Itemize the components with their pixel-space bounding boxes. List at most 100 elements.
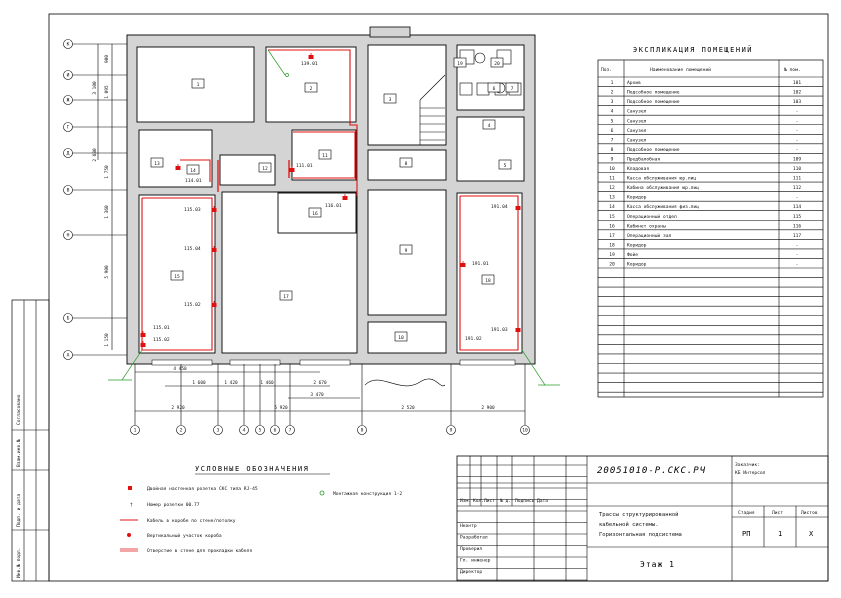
explication-pos: 3 bbox=[611, 99, 614, 105]
explication-name: Архив bbox=[627, 80, 641, 86]
room-tag: 16 bbox=[308, 207, 322, 218]
explication-num: - bbox=[796, 196, 799, 201]
room-tag: 3 bbox=[383, 93, 397, 104]
room-tag: 2 bbox=[304, 82, 318, 93]
axis-col-label: 10 bbox=[522, 428, 528, 434]
room-tag-label: 12 bbox=[262, 166, 268, 172]
explication-pos: 15 bbox=[609, 214, 615, 220]
explication-pos: 9 bbox=[611, 156, 614, 162]
room-tag: 19 bbox=[453, 57, 467, 68]
mounting-markers bbox=[108, 49, 560, 386]
legend-item-vertical: Вертикальный участок короба bbox=[147, 532, 222, 539]
room-tag: 10 bbox=[394, 331, 408, 342]
room-tag-label: 20 bbox=[494, 61, 500, 67]
room-tag: 15 bbox=[170, 270, 184, 281]
tb-header: Изм. bbox=[460, 498, 471, 504]
outlet-label: 115.04 bbox=[184, 246, 201, 252]
doc-title: Трассы структурированной кабельной систе… bbox=[599, 512, 682, 538]
explication-name: Операционный зал bbox=[627, 233, 671, 239]
outlet-label: 115.02 bbox=[184, 302, 201, 308]
axis-col-marker: 7 bbox=[285, 364, 295, 435]
room-tag-label: 8 bbox=[405, 161, 408, 167]
explication-name: Фойе bbox=[627, 252, 638, 258]
outlet-icon bbox=[211, 301, 217, 307]
dim-label-left: 5 900 bbox=[104, 265, 110, 279]
room-tag: 8 bbox=[399, 157, 413, 168]
outlet-icon bbox=[140, 331, 146, 337]
axis-col-label: 4 bbox=[243, 428, 246, 434]
room-tag-label: 10 bbox=[398, 335, 404, 341]
explication-pos: 14 bbox=[609, 204, 615, 210]
svg-text:†: † bbox=[130, 502, 133, 508]
explication-name: Санузел bbox=[627, 118, 647, 124]
outlet-icon bbox=[211, 246, 217, 252]
explication-pos: 2 bbox=[611, 90, 614, 96]
explication-name: Санузел bbox=[627, 128, 647, 134]
outlet-label: 191.01 bbox=[472, 261, 489, 267]
side-stamp: Согласовано Взам.инв.№ Подп. и дата Инв.… bbox=[11, 299, 50, 582]
axis-row-label: В bbox=[67, 188, 70, 194]
explication-num: 103 bbox=[793, 99, 802, 105]
room-tag-label: 1 bbox=[197, 82, 200, 88]
axis-col-marker: 2 bbox=[176, 364, 186, 435]
customer-name: КБ Интерсол bbox=[735, 470, 766, 476]
explication-name: Санузел bbox=[627, 137, 647, 143]
axis-row-label: К bbox=[67, 42, 70, 48]
building bbox=[126, 26, 536, 387]
cable-routes bbox=[141, 49, 519, 351]
room-tag-label: 11 bbox=[322, 153, 328, 159]
sheets-value: Х bbox=[809, 530, 814, 538]
axis-col-label: 9 bbox=[450, 428, 453, 434]
legend-item-mounting: Монтажная конструкция 1-2 bbox=[333, 491, 402, 497]
room-tag-label: 2 bbox=[310, 86, 313, 92]
explication-pos: 4 bbox=[611, 109, 614, 115]
explication-pos: 8 bbox=[611, 147, 614, 153]
explication-name: Касса обслуживания физ.лиц bbox=[627, 203, 699, 210]
stage-header-sheet: Лист bbox=[772, 510, 783, 516]
sheet-value: 1 bbox=[778, 530, 782, 538]
axis-row-marker: И bbox=[63, 70, 127, 80]
room-tag-label: 18 bbox=[485, 278, 491, 284]
outlet-icon bbox=[140, 341, 146, 347]
explication-name: Операционный отдел bbox=[627, 214, 677, 220]
outlet-icon bbox=[308, 53, 314, 59]
outlet-icon bbox=[342, 194, 348, 200]
axis-row-marker: К bbox=[63, 39, 127, 49]
explication-num: 116 bbox=[793, 223, 802, 229]
dim-label-bottom: 1 420 bbox=[224, 380, 238, 386]
explication-header-pos: Поз. bbox=[601, 67, 612, 73]
axis-col-label: 8 bbox=[361, 428, 364, 434]
room-tag-label: 15 bbox=[174, 274, 180, 280]
axis-col-marker: 9 bbox=[446, 364, 456, 435]
room-tag: 18 bbox=[481, 274, 495, 285]
axis-col-label: 6 bbox=[274, 428, 277, 434]
room-tag: 7 bbox=[505, 82, 519, 93]
tb-header: Дата bbox=[537, 498, 548, 504]
axis-row-marker: Г bbox=[63, 122, 127, 132]
explication-name: Подсобное помещение bbox=[627, 89, 680, 96]
explication-pos: 5 bbox=[611, 118, 614, 124]
explication-pos: 12 bbox=[609, 185, 615, 191]
explication-pos: 17 bbox=[609, 233, 615, 239]
axis-row-marker: В bbox=[63, 185, 127, 195]
explication-num: 110 bbox=[793, 166, 802, 172]
room-tag: 6 bbox=[487, 82, 501, 93]
outlet-label: 115.02 bbox=[153, 337, 170, 343]
room-tag-label: 4 bbox=[488, 123, 491, 129]
outlet-icon bbox=[175, 164, 181, 170]
legend: УСЛОВНЫЕ ОБОЗНАЧЕНИЯ Двойная настенная р… bbox=[120, 465, 402, 554]
outlet-label: 116.01 bbox=[325, 203, 342, 209]
